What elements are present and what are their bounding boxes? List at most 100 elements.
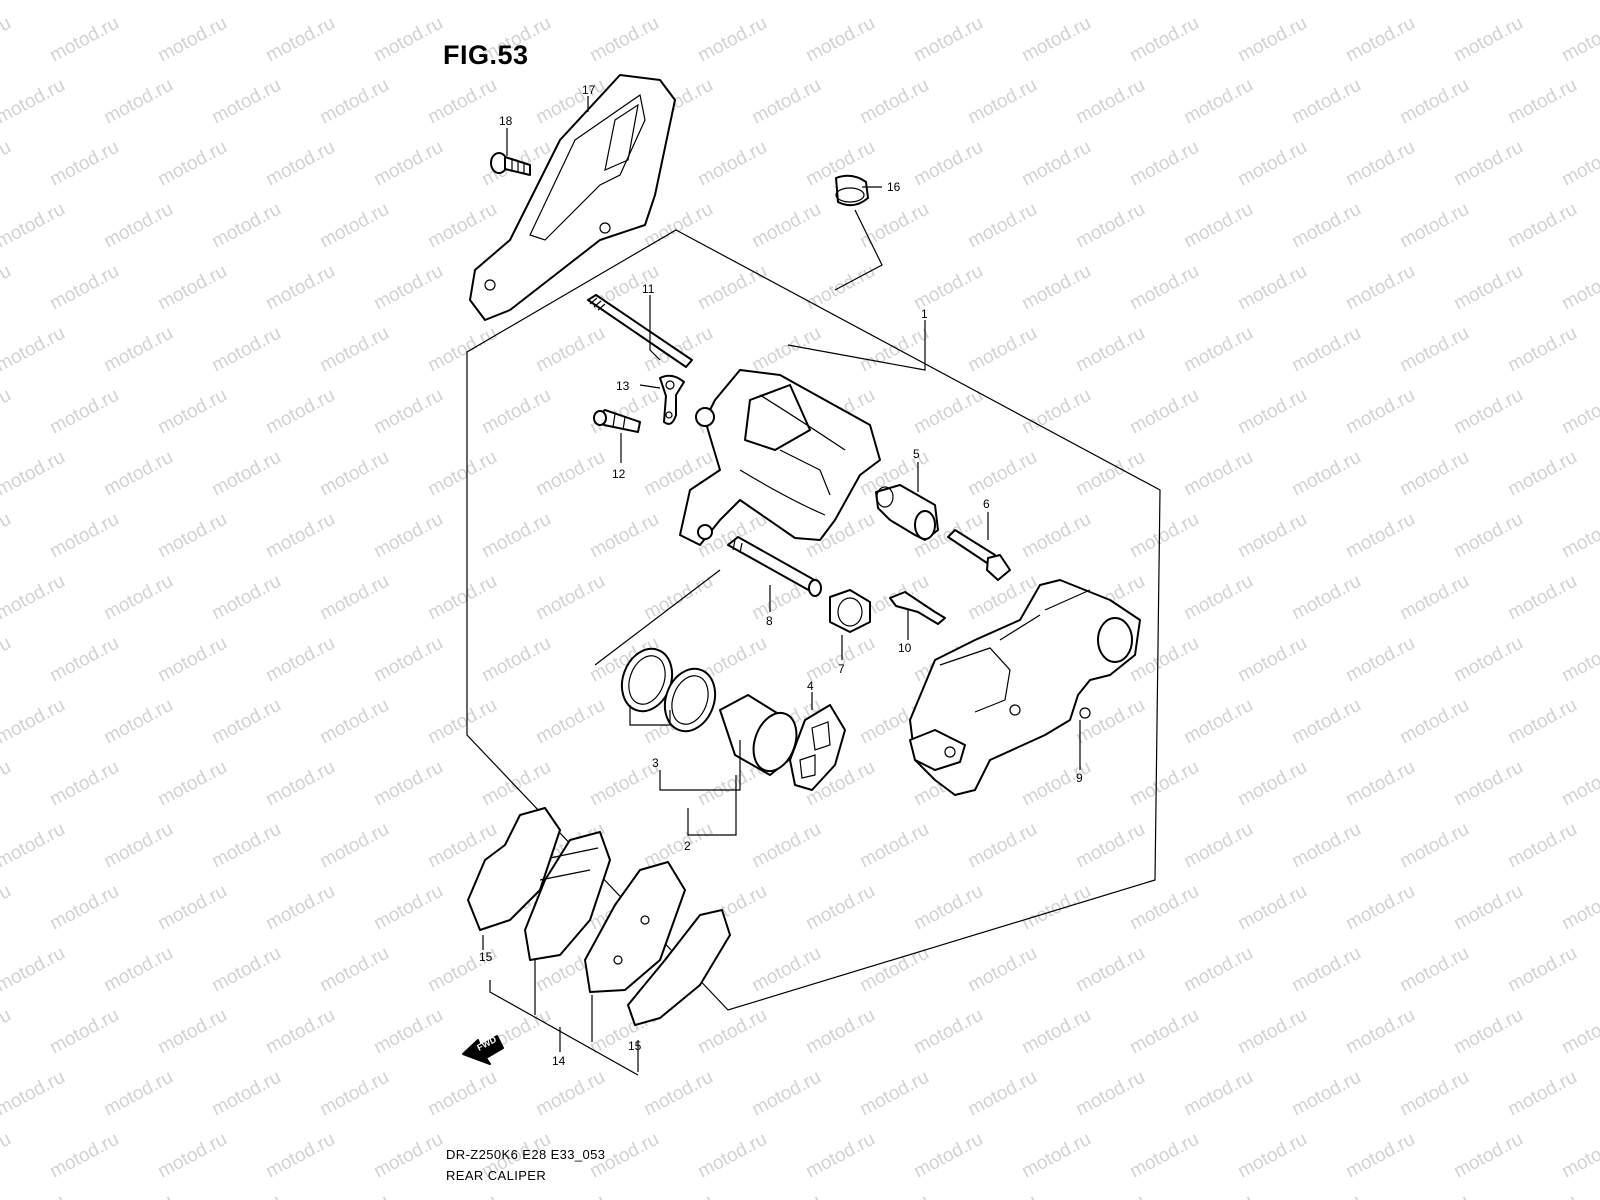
watermark-text: motod.ru [1234, 757, 1310, 811]
callout-5: 5 [913, 447, 920, 461]
caliper-bracket-part [909, 579, 1141, 796]
watermark-text: motod.ru [100, 1191, 176, 1200]
watermark-text: motod.ru [262, 385, 338, 439]
watermark-text: motod.ru [1234, 509, 1310, 563]
watermark-text: motod.ru [910, 881, 986, 935]
watermark-text: motod.ru [0, 199, 69, 253]
watermark-text: motod.ru [1504, 819, 1580, 873]
watermark-text: motod.ru [424, 1067, 500, 1121]
watermark-text: motod.ru [1126, 137, 1202, 191]
watermark-text: motod.ru [1504, 199, 1580, 253]
watermark-text: motod.ru [424, 75, 500, 129]
watermark-text: motod.ru [262, 13, 338, 67]
watermark-text: motod.ru [100, 75, 176, 129]
watermark-text: motod.ru [964, 199, 1040, 253]
watermark-text: motod.ru [316, 695, 392, 749]
watermark-text: motod.ru [46, 509, 122, 563]
bleeder-cap-part [835, 174, 869, 207]
watermark-text: motod.ru [0, 695, 69, 749]
watermark-text: motod.ru [694, 261, 770, 315]
watermark-text: motod.ru [370, 1129, 446, 1183]
watermark-text: motod.ru [1126, 385, 1202, 439]
watermark-text: motod.ru [1504, 1067, 1580, 1121]
watermark-text: motod.ru [424, 0, 500, 4]
callout-1: 1 [921, 307, 928, 321]
watermark-text: motod.ru [1126, 1005, 1202, 1059]
watermark-text: motod.ru [856, 323, 932, 377]
watermark-text: motod.ru [1234, 1129, 1310, 1183]
watermark-text: motod.ru [1072, 447, 1148, 501]
callout-18: 18 [499, 114, 513, 128]
watermark-text: motod.ru [1180, 447, 1256, 501]
watermark-text: motod.ru [1450, 1129, 1526, 1183]
watermark-text: motod.ru [532, 571, 608, 625]
watermark-text: motod.ru [1180, 199, 1256, 253]
watermark-text: motod.ru [370, 509, 446, 563]
watermark-text: motod.ru [532, 695, 608, 749]
watermark-text: motod.ru [1396, 1191, 1472, 1200]
watermark-text: motod.ru [424, 1191, 500, 1200]
watermark-text: motod.ru [1504, 1191, 1580, 1200]
watermark-text: motod.ru [1504, 943, 1580, 997]
watermark-text: motod.ru [46, 13, 122, 67]
watermark-text: motod.ru [262, 633, 338, 687]
watermark-text: motod.ru [100, 1067, 176, 1121]
watermark-text: motod.ru [1234, 881, 1310, 935]
watermark-text: motod.ru [370, 757, 446, 811]
watermark-text: motod.ru [532, 0, 608, 4]
callout-16: 16 [887, 180, 901, 194]
watermark-text: motod.ru [0, 0, 69, 4]
watermark-text: motod.ru [0, 261, 15, 315]
watermark-text: motod.ru [1396, 943, 1472, 997]
watermark-text: motod.ru [0, 1067, 69, 1121]
watermark-text: motod.ru [1342, 137, 1418, 191]
watermark-text: motod.ru [100, 819, 176, 873]
callout-12: 12 [612, 467, 626, 481]
watermark-text: motod.ru [0, 137, 15, 191]
pad-pin-part [587, 294, 693, 368]
watermark-text: motod.ru [1072, 75, 1148, 129]
watermark-text: motod.ru [316, 75, 392, 129]
watermark-text: motod.ru [154, 633, 230, 687]
watermark-text: motod.ru [1558, 137, 1600, 191]
watermark-text: motod.ru [1396, 571, 1472, 625]
watermark-text: motod.ru [0, 571, 69, 625]
watermark-text: motod.ru [46, 261, 122, 315]
watermark-text: motod.ru [802, 1005, 878, 1059]
watermark-text: motod.ru [154, 757, 230, 811]
watermark-text: motod.ru [640, 571, 716, 625]
watermark-text: motod.ru [910, 1005, 986, 1059]
watermark-text: motod.ru [1288, 0, 1364, 4]
watermark-text: motod.ru [856, 0, 932, 4]
watermark-text: motod.ru [532, 323, 608, 377]
watermark-text: motod.ru [640, 323, 716, 377]
callout-15-left: 15 [479, 950, 493, 964]
watermark-text: motod.ru [964, 447, 1040, 501]
watermark-text: motod.ru [1558, 1129, 1600, 1183]
watermark-text: motod.ru [154, 881, 230, 935]
watermark-text: motod.ru [748, 1191, 824, 1200]
watermark-text: motod.ru [748, 943, 824, 997]
watermark-text: motod.ru [1342, 881, 1418, 935]
watermark-text: motod.ru [100, 695, 176, 749]
watermark-text: motod.ru [100, 943, 176, 997]
watermark-text: motod.ru [0, 13, 15, 67]
watermark-text: motod.ru [1450, 881, 1526, 935]
callout-9: 9 [1076, 771, 1083, 785]
watermark-text: motod.ru [1072, 1191, 1148, 1200]
watermark-text: motod.ru [316, 199, 392, 253]
watermark-text: motod.ru [910, 1129, 986, 1183]
watermark-text: motod.ru [1018, 13, 1094, 67]
watermark-text: motod.ru [0, 75, 69, 129]
watermark-text: motod.ru [1234, 633, 1310, 687]
callout-8: 8 [766, 614, 773, 628]
watermark-text: motod.ru [532, 1067, 608, 1121]
watermark-text: motod.ru [46, 881, 122, 935]
watermark-text: motod.ru [208, 943, 284, 997]
watermark-text: motod.ru [1072, 0, 1148, 4]
watermark-text: motod.ru [1504, 323, 1580, 377]
watermark-text: motod.ru [1288, 571, 1364, 625]
watermark-text: motod.ru [964, 1067, 1040, 1121]
watermark-text: motod.ru [640, 0, 716, 4]
